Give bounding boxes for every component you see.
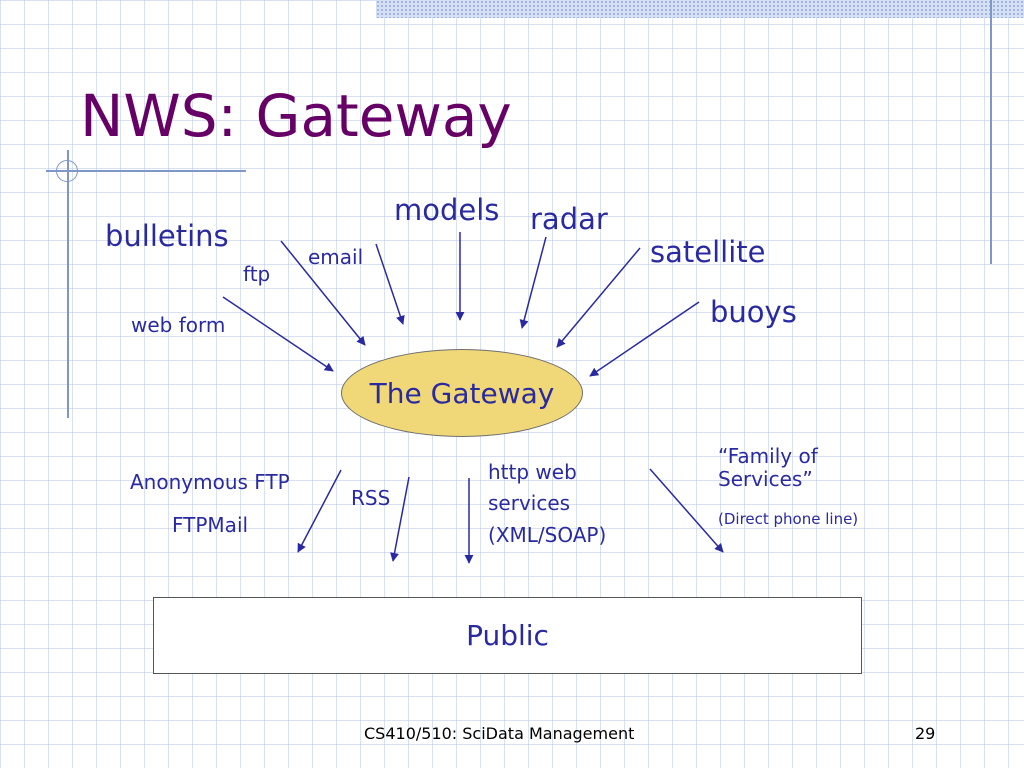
- page-number: 29: [915, 724, 936, 743]
- public-label: Public: [466, 619, 549, 652]
- arrow-gateway-to-family: [649, 468, 724, 553]
- output-label-rss: RSS: [351, 486, 391, 510]
- source-label-buoys: buoys: [710, 295, 797, 329]
- source-label-bulletins: bulletins: [105, 219, 229, 253]
- output-label-ftpmail: FTPMail: [172, 513, 249, 537]
- footer-course-label: CS410/510: SciData Management: [364, 724, 635, 743]
- arrow-radar-to-gateway: [519, 236, 547, 329]
- method-label-email: email: [308, 245, 364, 269]
- decorative-reticle-circle: [56, 160, 78, 182]
- output-label-http-line-1: http web: [488, 460, 577, 484]
- decorative-right-vertical-line: [990, 0, 992, 264]
- gateway-label: The Gateway: [369, 376, 555, 410]
- arrow-gateway-to-rss: [390, 476, 410, 562]
- output-label-direct-phone-line: (Direct phone line): [718, 510, 859, 528]
- method-label-ftp: ftp: [243, 262, 271, 286]
- output-label-http-line-3: (XML/SOAP): [488, 523, 607, 547]
- source-label-models: models: [394, 193, 500, 227]
- output-label-anonymous-ftp: Anonymous FTP: [130, 470, 290, 494]
- source-label-satellite: satellite: [650, 235, 766, 269]
- decorative-left-vertical-line: [67, 150, 69, 418]
- decorative-top-band: [376, 0, 1024, 18]
- method-label-web-form: web form: [131, 313, 226, 337]
- arrow-satellite-to-gateway: [556, 247, 641, 348]
- arrow-gateway-to-anonymous-ftp: [297, 469, 342, 553]
- output-label-http-line-2: services: [488, 491, 571, 515]
- arrow-webform-to-gateway: [222, 296, 334, 372]
- decorative-horizontal-line: [46, 170, 246, 172]
- gateway-ellipse: The Gateway: [341, 349, 583, 437]
- public-box: Public: [153, 597, 862, 674]
- output-label-family-of-services: “Family of Services”: [718, 444, 818, 491]
- source-label-radar: radar: [530, 202, 608, 236]
- arrow-bulletins-to-gateway: [280, 240, 366, 346]
- arrow-email-to-gateway: [375, 243, 405, 325]
- arrow-buoys-to-gateway: [589, 301, 700, 377]
- slide-title: NWS: Gateway: [80, 82, 512, 150]
